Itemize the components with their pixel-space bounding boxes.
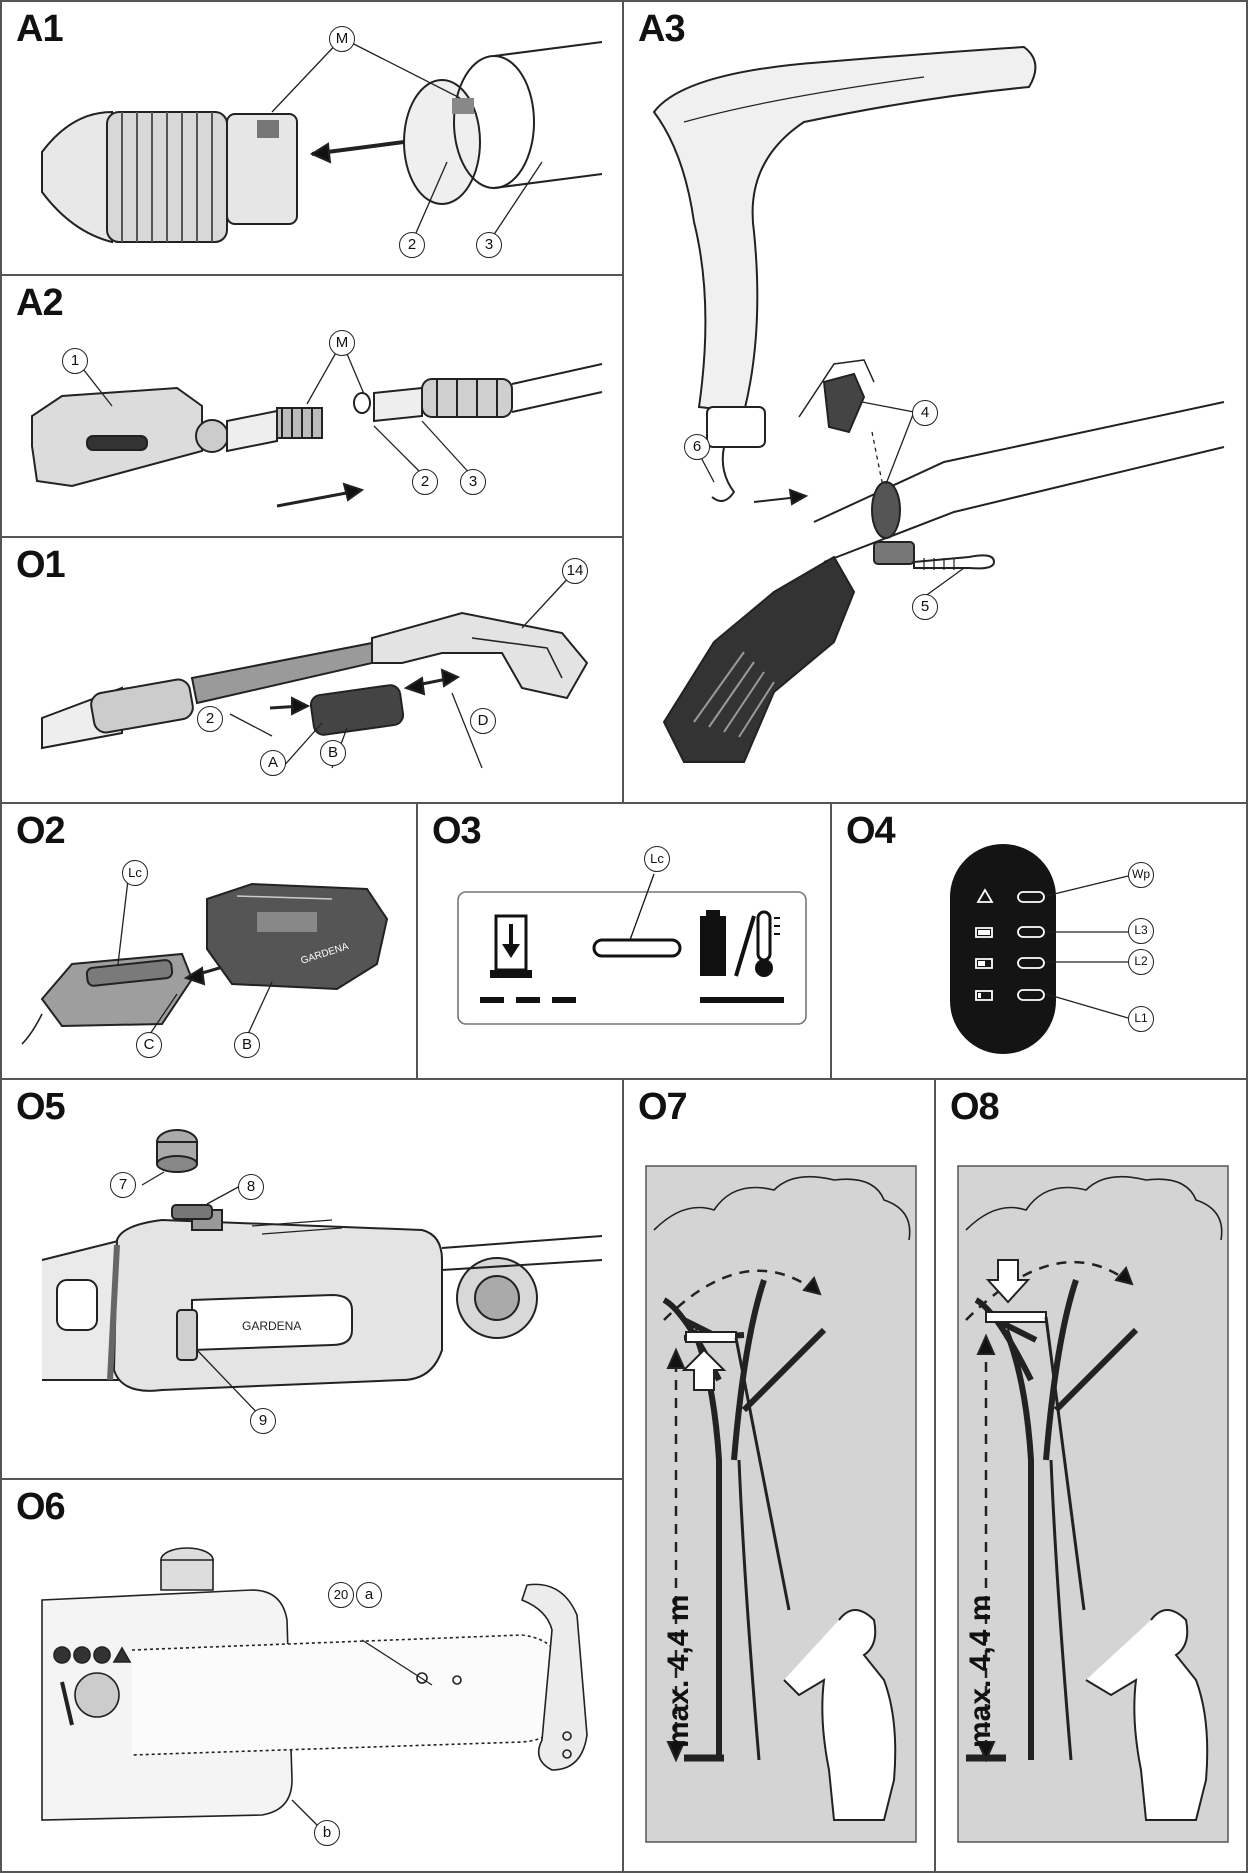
callout-a: A bbox=[260, 750, 286, 776]
panel-o5: O5 GARDENA bbox=[0, 1078, 624, 1480]
callout-20: 20 bbox=[328, 1582, 354, 1608]
shoulder-strap-illustration bbox=[624, 2, 1248, 804]
panel-o3: O3 bbox=[416, 802, 832, 1080]
callout-3: 3 bbox=[476, 232, 502, 258]
panel-title: A3 bbox=[638, 8, 686, 50]
panel-title: O1 bbox=[16, 544, 66, 586]
callout-l1: L1 bbox=[1128, 1006, 1154, 1032]
panel-title: O3 bbox=[432, 810, 482, 852]
panel-a2: A2 1 M bbox=[0, 274, 624, 538]
callout-b: b bbox=[314, 1820, 340, 1846]
callout-m: M bbox=[329, 26, 355, 52]
callout-1: 1 bbox=[62, 348, 88, 374]
panel-title: A2 bbox=[16, 282, 64, 324]
panel-title: O6 bbox=[16, 1486, 66, 1528]
panel-o1: O1 14 2 A B bbox=[0, 536, 624, 804]
callout-2: 2 bbox=[412, 469, 438, 495]
pruning-upward-illustration bbox=[624, 1080, 936, 1873]
callout-14: 14 bbox=[562, 558, 588, 584]
panel-a1: A1 M 2 3 bbox=[0, 0, 624, 276]
battery-led-panel bbox=[950, 844, 1248, 1054]
panel-o2: O2 GARDENA Lc C B bbox=[0, 802, 418, 1080]
callout-4: 4 bbox=[912, 400, 938, 426]
callout-8: 8 bbox=[238, 1174, 264, 1200]
charger-status-display bbox=[418, 804, 832, 1080]
battery-charger-illustration: GARDENA bbox=[2, 804, 418, 1080]
panel-o7: O7 max. 4,4 m bbox=[622, 1078, 936, 1873]
panel-title: O2 bbox=[16, 810, 66, 852]
callout-c: C bbox=[136, 1032, 162, 1058]
brand-text: GARDENA bbox=[242, 1319, 301, 1333]
pruning-downward-illustration bbox=[936, 1080, 1248, 1873]
callout-3: 3 bbox=[460, 469, 486, 495]
panel-title: A1 bbox=[16, 8, 64, 50]
callout-d: D bbox=[470, 708, 496, 734]
panel-o6: O6 20 a b bbox=[0, 1478, 624, 1873]
callout-2: 2 bbox=[399, 232, 425, 258]
panel-title: O4 bbox=[846, 810, 896, 852]
panel-title: O5 bbox=[16, 1086, 66, 1128]
callout-m: M bbox=[329, 330, 355, 356]
callout-2: 2 bbox=[197, 706, 223, 732]
callout-a: a bbox=[356, 1582, 382, 1608]
battery-insertion-illustration bbox=[2, 538, 624, 804]
shaft-assembly-illustration bbox=[2, 276, 624, 538]
callout-9: 9 bbox=[250, 1408, 276, 1434]
callout-b: B bbox=[234, 1032, 260, 1058]
callout-5: 5 bbox=[912, 594, 938, 620]
callout-lc: Lc bbox=[122, 860, 148, 886]
chain-bar-illustration bbox=[2, 1480, 624, 1873]
height-label: max. 4,4 m bbox=[662, 1594, 695, 1748]
panel-o8: O8 max. 4,4 m bbox=[934, 1078, 1248, 1873]
callout-wp: Wp bbox=[1128, 862, 1154, 888]
callout-b: B bbox=[320, 740, 346, 766]
callout-l2: L2 bbox=[1128, 949, 1154, 975]
callout-l3: L3 bbox=[1128, 918, 1154, 944]
panel-title: O7 bbox=[638, 1086, 688, 1128]
shaft-connection-illustration bbox=[2, 2, 624, 276]
panel-a3: A3 bbox=[622, 0, 1248, 804]
callout-lc: Lc bbox=[644, 846, 670, 872]
callout-6: 6 bbox=[684, 434, 710, 460]
oil-tank-illustration: GARDENA bbox=[2, 1080, 624, 1480]
height-label: max. 4,4 m bbox=[964, 1594, 997, 1748]
panel-o4: O4 Wp L3 L2 bbox=[830, 802, 1248, 1080]
callout-7: 7 bbox=[110, 1172, 136, 1198]
panel-title: O8 bbox=[950, 1086, 1000, 1128]
